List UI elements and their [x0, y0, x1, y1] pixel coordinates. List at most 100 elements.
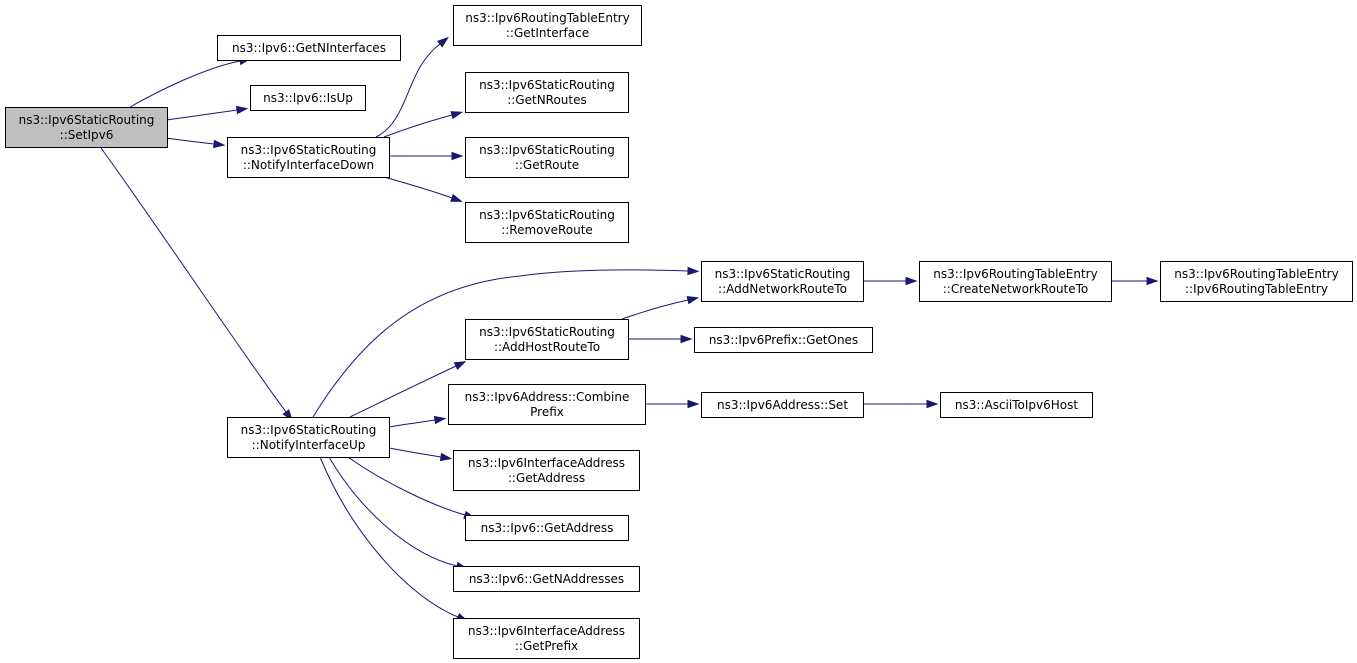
arrowhead-createnetworkrouteto [905, 276, 918, 286]
node-getones[interactable]: ns3::Ipv6Prefix::GetOnes [694, 327, 873, 353]
node-label: ::CreateNetworkRouteTo [943, 282, 1089, 296]
edge-notifyup-to-ifaddr_getaddress [388, 447, 442, 458]
arrowhead-rte_ctor [1146, 276, 1159, 286]
node-box [465, 515, 629, 541]
node-label: ::NotifyInterfaceUp [252, 438, 366, 452]
node-label: ns3::AsciiToIpv6Host [955, 398, 1078, 412]
node-setipv6[interactable]: ns3::Ipv6StaticRouting::SetIpv6 [5, 107, 168, 148]
arrowhead-addhostrouteto [453, 361, 467, 371]
node-notifydown[interactable]: ns3::Ipv6StaticRouting::NotifyInterfaceD… [227, 137, 390, 178]
node-label: ns3::Ipv6InterfaceAddress [468, 456, 625, 470]
node-notifyup[interactable]: ns3::Ipv6StaticRouting::NotifyInterfaceU… [227, 417, 390, 458]
node-box [5, 107, 168, 148]
node-box [448, 384, 646, 425]
node-label: ns3::Ipv6Address::Set [717, 398, 848, 412]
node-asciitoipv6host[interactable]: ns3::AsciiToIpv6Host [940, 392, 1093, 418]
node-label: ns3::Ipv6Address::Combine [465, 390, 630, 404]
node-label: ::GetAddress [508, 471, 585, 485]
node-ifaddr_getaddress[interactable]: ns3::Ipv6InterfaceAddress::GetAddress [453, 450, 640, 491]
node-getnroutes[interactable]: ns3::Ipv6StaticRouting::GetNRoutes [465, 72, 629, 113]
arrowhead-notifydown [213, 139, 226, 149]
node-label: ns3::Ipv6::IsUp [263, 91, 353, 105]
arrowhead-addnetworkrouteto [687, 266, 700, 276]
node-box [465, 319, 629, 360]
node-createnetworkrouteto[interactable]: ns3::Ipv6RoutingTableEntry::CreateNetwor… [919, 261, 1112, 302]
edge-notifyup-to-ipv6_getaddress [347, 456, 466, 516]
node-label: ::GetRoute [515, 158, 579, 172]
node-box [453, 618, 640, 659]
node-box [227, 417, 390, 458]
node-box [465, 202, 629, 243]
arrowhead-addressset [687, 399, 700, 409]
edge-notifyup-to-ifaddr_getprefix [319, 456, 459, 618]
edge-setipv6-to-notifydown [165, 137, 215, 145]
node-label: ns3::Ipv6RoutingTableEntry [933, 267, 1097, 281]
node-label: ns3::Ipv6StaticRouting [715, 267, 851, 281]
nodes-layer: ns3::Ipv6StaticRouting::SetIpv6ns3::Ipv6… [5, 5, 1353, 659]
node-box [453, 5, 642, 46]
arrowhead-removeroute [450, 193, 463, 202]
edge-notifyup-to-addhostrouteto [349, 365, 457, 418]
node-ipv6_getaddress[interactable]: ns3::Ipv6::GetAddress [465, 515, 629, 541]
node-box [465, 72, 629, 113]
node-box [217, 35, 401, 61]
edge-setipv6-to-notifyup [100, 147, 287, 413]
arrowhead-getnroutes [450, 111, 464, 120]
node-label: ::GetNRoutes [507, 93, 587, 107]
arrowhead-asciitoipv6host [926, 399, 939, 409]
node-label: ::Ipv6RoutingTableEntry [1185, 282, 1328, 296]
node-label: ns3::Ipv6StaticRouting [479, 143, 615, 157]
node-label: ::GetPrefix [515, 639, 578, 653]
node-label: Prefix [530, 405, 564, 419]
node-label: ns3::Ipv6StaticRouting [479, 208, 615, 222]
node-getninterfaces[interactable]: ns3::Ipv6::GetNInterfaces [217, 35, 401, 61]
edge-notifydown-to-rte_getinterface [375, 43, 441, 138]
node-label: ns3::Ipv6InterfaceAddress [468, 624, 625, 638]
arrowhead-combineprefix [433, 415, 447, 425]
node-box [1160, 261, 1353, 302]
node-label: ::AddNetworkRouteTo [718, 282, 847, 296]
node-label: ns3::Ipv6::GetAddress [481, 521, 614, 535]
edge-addhostrouteto-to-addnetworkrouteto [621, 299, 689, 320]
arrowhead-ifaddr_getaddress [439, 452, 453, 462]
node-ifaddr_getprefix[interactable]: ns3::Ipv6InterfaceAddress::GetPrefix [453, 618, 640, 659]
node-label: ns3::Ipv6StaticRouting [479, 325, 615, 339]
node-getroute[interactable]: ns3::Ipv6StaticRouting::GetRoute [465, 137, 629, 178]
node-label: ns3::Ipv6StaticRouting [241, 143, 377, 157]
node-box [919, 261, 1112, 302]
node-removeroute[interactable]: ns3::Ipv6StaticRouting::RemoveRoute [465, 202, 629, 243]
node-label: ns3::Ipv6StaticRouting [19, 113, 155, 127]
node-box [465, 137, 629, 178]
node-box [701, 392, 864, 418]
node-label: ns3::Ipv6::GetNAddresses [469, 572, 624, 586]
node-label: ns3::Ipv6RoutingTableEntry [1174, 267, 1338, 281]
node-label: ::GetInterface [506, 26, 589, 40]
edge-notifyup-to-combineprefix [388, 419, 436, 428]
node-addressset[interactable]: ns3::Ipv6Address::Set [701, 392, 864, 418]
edge-notifyup-to-addnetworkrouteto [312, 269, 689, 418]
arrowhead-getones [680, 334, 693, 344]
edge-setipv6-to-getninterfaces [129, 60, 241, 108]
node-box [453, 566, 640, 592]
node-label: ::NotifyInterfaceDown [243, 158, 374, 172]
node-label: ns3::Ipv6RoutingTableEntry [465, 11, 629, 25]
arrowhead-isup [235, 105, 249, 115]
node-label: ::SetIpv6 [60, 128, 114, 142]
node-rte_getinterface[interactable]: ns3::Ipv6RoutingTableEntry::GetInterface [453, 5, 642, 46]
node-getnaddresses[interactable]: ns3::Ipv6::GetNAddresses [453, 566, 640, 592]
node-rte_ctor[interactable]: ns3::Ipv6RoutingTableEntry::Ipv6RoutingT… [1160, 261, 1353, 302]
node-box [453, 450, 640, 491]
edge-setipv6-to-isup [165, 109, 238, 121]
node-label: ns3::Ipv6StaticRouting [479, 78, 615, 92]
edge-notifydown-to-removeroute [383, 176, 453, 199]
edge-notifyup-to-getnaddresses [328, 456, 458, 567]
node-box [227, 137, 390, 178]
node-isup[interactable]: ns3::Ipv6::IsUp [250, 85, 366, 111]
node-box [940, 392, 1093, 418]
node-addhostrouteto[interactable]: ns3::Ipv6StaticRouting::AddHostRouteTo [465, 319, 629, 360]
node-addnetworkrouteto[interactable]: ns3::Ipv6StaticRouting::AddNetworkRouteT… [701, 261, 864, 302]
node-label: ::RemoveRoute [501, 223, 593, 237]
node-label: ns3::Ipv6StaticRouting [241, 423, 377, 437]
